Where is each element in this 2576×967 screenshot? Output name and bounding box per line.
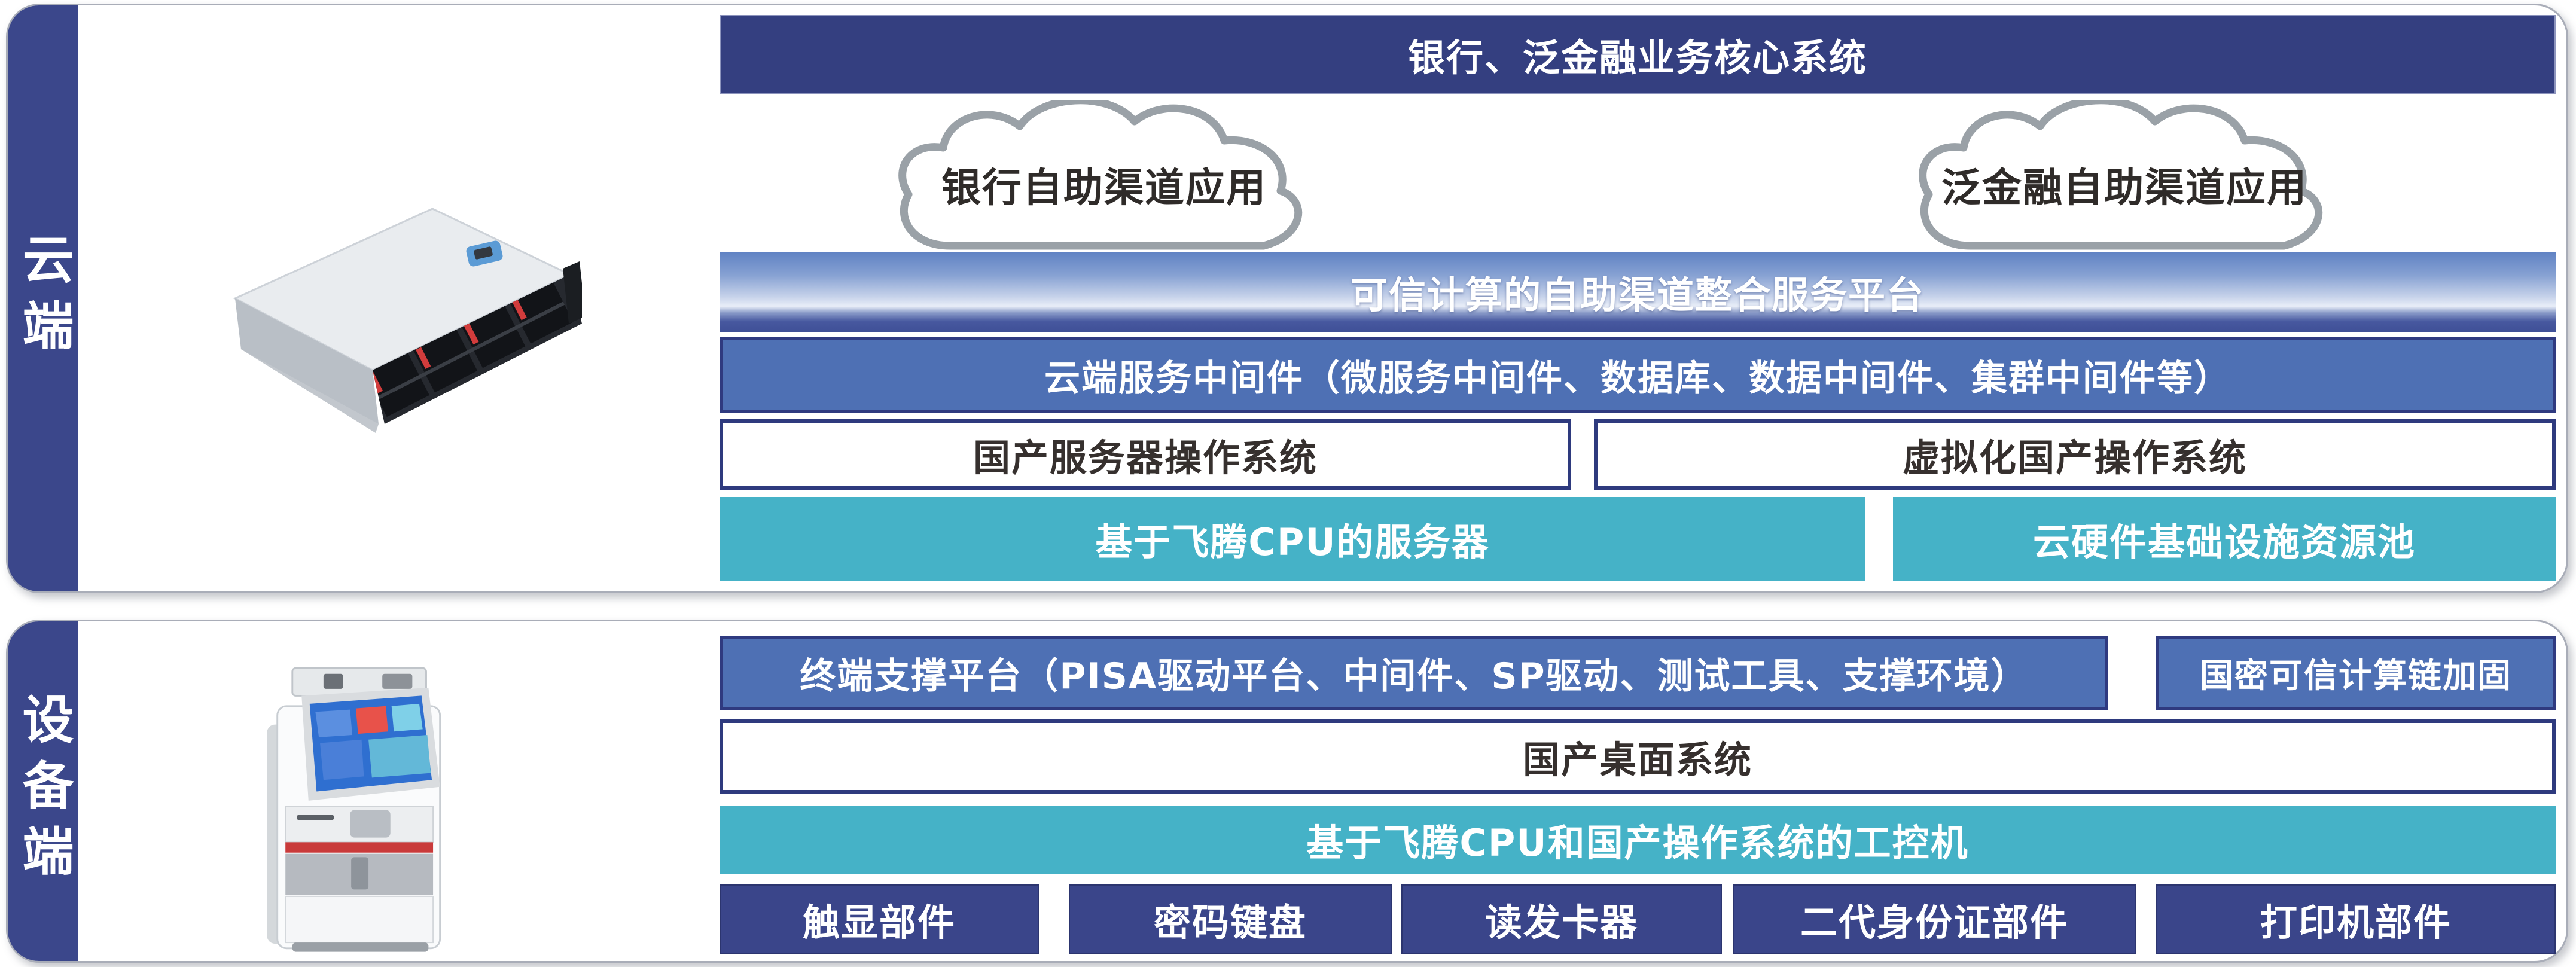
phytium-server-bar-label: 基于飞腾CPU的服务器 xyxy=(1095,520,1490,564)
server-os-box-label: 国产服务器操作系统 xyxy=(973,436,1318,480)
core-system-bar-label: 银行、泛金融业务核心系统 xyxy=(1407,36,1867,80)
server-image xyxy=(233,208,582,433)
server-drive-bays xyxy=(373,277,574,417)
component-label: 密码键盘 xyxy=(1153,901,1307,944)
device-sidebar: 设备端 xyxy=(8,621,78,961)
server-latch-slot xyxy=(474,246,493,260)
bank-channel-cloud-label: 银行自助渠道应用 xyxy=(941,164,1267,211)
trusted-chain-box: 国密可信计算链加固 xyxy=(2156,636,2556,710)
kiosk-camera xyxy=(323,673,343,689)
kiosk-screen-tile xyxy=(315,709,353,737)
server-os-box: 国产服务器操作系统 xyxy=(720,419,1571,490)
trusted-chain-label: 国密可信计算链加固 xyxy=(2200,656,2512,695)
industrial-pc-label: 基于飞腾CPU和国产操作系统的工控机 xyxy=(1306,821,1969,865)
trusted-platform-bar: 可信计算的自助渠道整合服务平台 xyxy=(720,252,2556,332)
component-box-pin-pad: 密码键盘 xyxy=(1069,884,1392,954)
kiosk-screen-tile xyxy=(320,739,364,780)
kiosk-lock-module xyxy=(351,857,369,890)
component-box-printer: 打印机部件 xyxy=(2156,884,2556,954)
bank-channel-cloud: 银行自助渠道应用 xyxy=(886,100,1322,255)
kiosk-keypad xyxy=(350,810,391,838)
component-box-id-card: 二代身份证部件 xyxy=(1733,884,2136,954)
kiosk-image xyxy=(267,667,441,952)
server-side-panel xyxy=(235,298,379,424)
kiosk-card-slot xyxy=(297,815,334,820)
cloud-hardware-pool-bar: 云硬件基础设施资源池 xyxy=(1893,497,2556,581)
device-section-card: 设备端 终端支撑平台（PISA驱动平台、中间件、SP驱动、测试工具、支撑环境） … xyxy=(6,620,2568,963)
virtualized-os-box-label: 虚拟化国产操作系统 xyxy=(1902,436,2247,480)
virtualized-os-box: 虚拟化国产操作系统 xyxy=(1594,419,2556,490)
trusted-platform-bar-label: 可信计算的自助渠道整合服务平台 xyxy=(1350,273,1925,317)
component-label: 读发卡器 xyxy=(1484,901,1638,944)
kiosk-base xyxy=(292,942,429,952)
panfinance-channel-cloud: 泛金融自助渠道应用 xyxy=(1906,100,2343,255)
core-system-bar: 银行、泛金融业务核心系统 xyxy=(720,15,2556,94)
kiosk-sensor xyxy=(382,673,413,689)
panfinance-channel-cloud-label: 泛金融自助渠道应用 xyxy=(1941,164,2307,211)
component-label: 触显部件 xyxy=(802,901,956,944)
component-label: 打印机部件 xyxy=(2260,901,2452,944)
kiosk-screen-tile xyxy=(368,735,431,778)
kiosk-screen-tile xyxy=(391,703,423,732)
cloud-sidebar-label: 云端 xyxy=(13,232,73,365)
cloud-middleware-bar-label: 云端服务中间件（微服务中间件、数据库、数据中间件、集群中间件等） xyxy=(1044,357,2231,399)
cloud-hardware-pool-bar-label: 云硬件基础设施资源池 xyxy=(2032,520,2416,564)
kiosk-screen-tile xyxy=(355,706,388,734)
industrial-pc-bar: 基于飞腾CPU和国产操作系统的工控机 xyxy=(720,806,2556,874)
component-box-card-reader: 读发卡器 xyxy=(1401,884,1722,954)
server-end-cap xyxy=(563,261,582,324)
terminal-support-platform-bar: 终端支撑平台（PISA驱动平台、中间件、SP驱动、测试工具、支撑环境） xyxy=(720,636,2108,710)
cloud-sidebar: 云端 xyxy=(8,5,78,591)
kiosk-red-stripe xyxy=(285,842,434,853)
phytium-server-bar: 基于飞腾CPU的服务器 xyxy=(720,497,1865,581)
cloud-middleware-bar: 云端服务中间件（微服务中间件、数据库、数据中间件、集群中间件等） xyxy=(720,337,2556,413)
device-sidebar-label: 设备端 xyxy=(13,692,73,890)
cloud-section-card: 云端 银行、泛金融业务核心系统 xyxy=(6,4,2568,593)
component-label: 二代身份证部件 xyxy=(1800,901,2068,944)
cloud-shape-icon xyxy=(1919,100,2323,250)
cloud-shape-icon xyxy=(898,100,1303,250)
desktop-os-box: 国产桌面系统 xyxy=(720,719,2556,794)
kiosk-door xyxy=(285,896,434,944)
desktop-os-label: 国产桌面系统 xyxy=(1522,738,1752,782)
terminal-support-platform-label: 终端支撑平台（PISA驱动平台、中间件、SP驱动、测试工具、支撑环境） xyxy=(800,655,2028,697)
component-box-touch-display: 触显部件 xyxy=(720,884,1039,954)
